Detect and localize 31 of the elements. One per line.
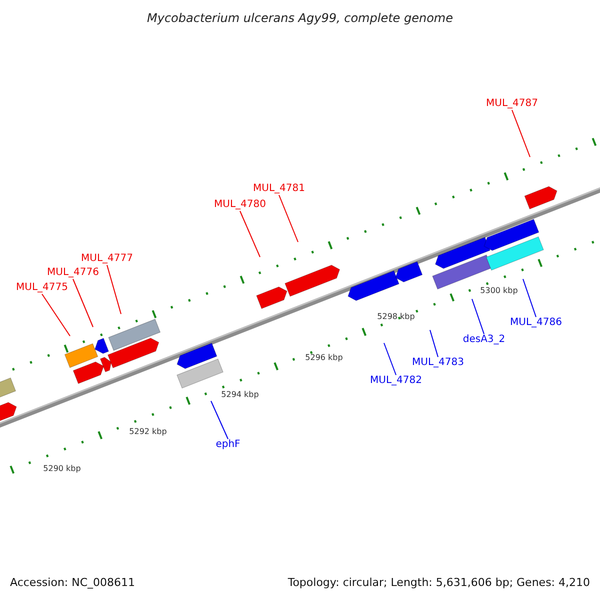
scale-label: 5300 kbp xyxy=(480,287,518,295)
gene-label: MUL_4781 xyxy=(253,184,305,194)
gene-label: MUL_4782 xyxy=(370,376,422,386)
scale-label: 5296 kbp xyxy=(305,354,343,362)
leader-line xyxy=(512,110,530,158)
gene-label: MUL_4786 xyxy=(510,318,562,328)
leader-line xyxy=(42,294,70,336)
gene-label: MUL_4787 xyxy=(486,99,538,109)
leader-line xyxy=(106,264,122,314)
gene-label: ephF xyxy=(216,440,240,450)
gene-label: MUL_4783 xyxy=(412,358,464,368)
gene-label: MUL_4780 xyxy=(214,200,266,210)
leader-line xyxy=(210,400,228,440)
accession-text: Accession: NC_008611 xyxy=(10,577,136,588)
leader-line xyxy=(522,278,536,318)
genome-info-text: Topology: circular; Length: 5,631,606 bp; Genes: 4,210 xyxy=(288,577,590,588)
scale-label: 5298 kbp xyxy=(377,313,415,321)
leader-line xyxy=(72,278,94,328)
gene-label: MUL_4777 xyxy=(81,254,133,264)
scale-label: 5292 kbp xyxy=(129,428,167,436)
leader-line xyxy=(384,342,396,376)
leader-line xyxy=(430,330,438,358)
gene-label: MUL_4775 xyxy=(16,283,68,293)
diagram-title: Mycobacterium ulcerans Agy99, complete genome xyxy=(146,12,454,24)
gene-label: desA3_2 xyxy=(462,335,506,345)
leader-line xyxy=(472,298,484,334)
scale-label: 5290 kbp xyxy=(43,465,81,473)
leader-line xyxy=(240,210,260,258)
gene-label: MUL_4776 xyxy=(47,268,99,278)
leader-line xyxy=(278,194,298,242)
scale-label: 5294 kbp xyxy=(221,391,259,399)
